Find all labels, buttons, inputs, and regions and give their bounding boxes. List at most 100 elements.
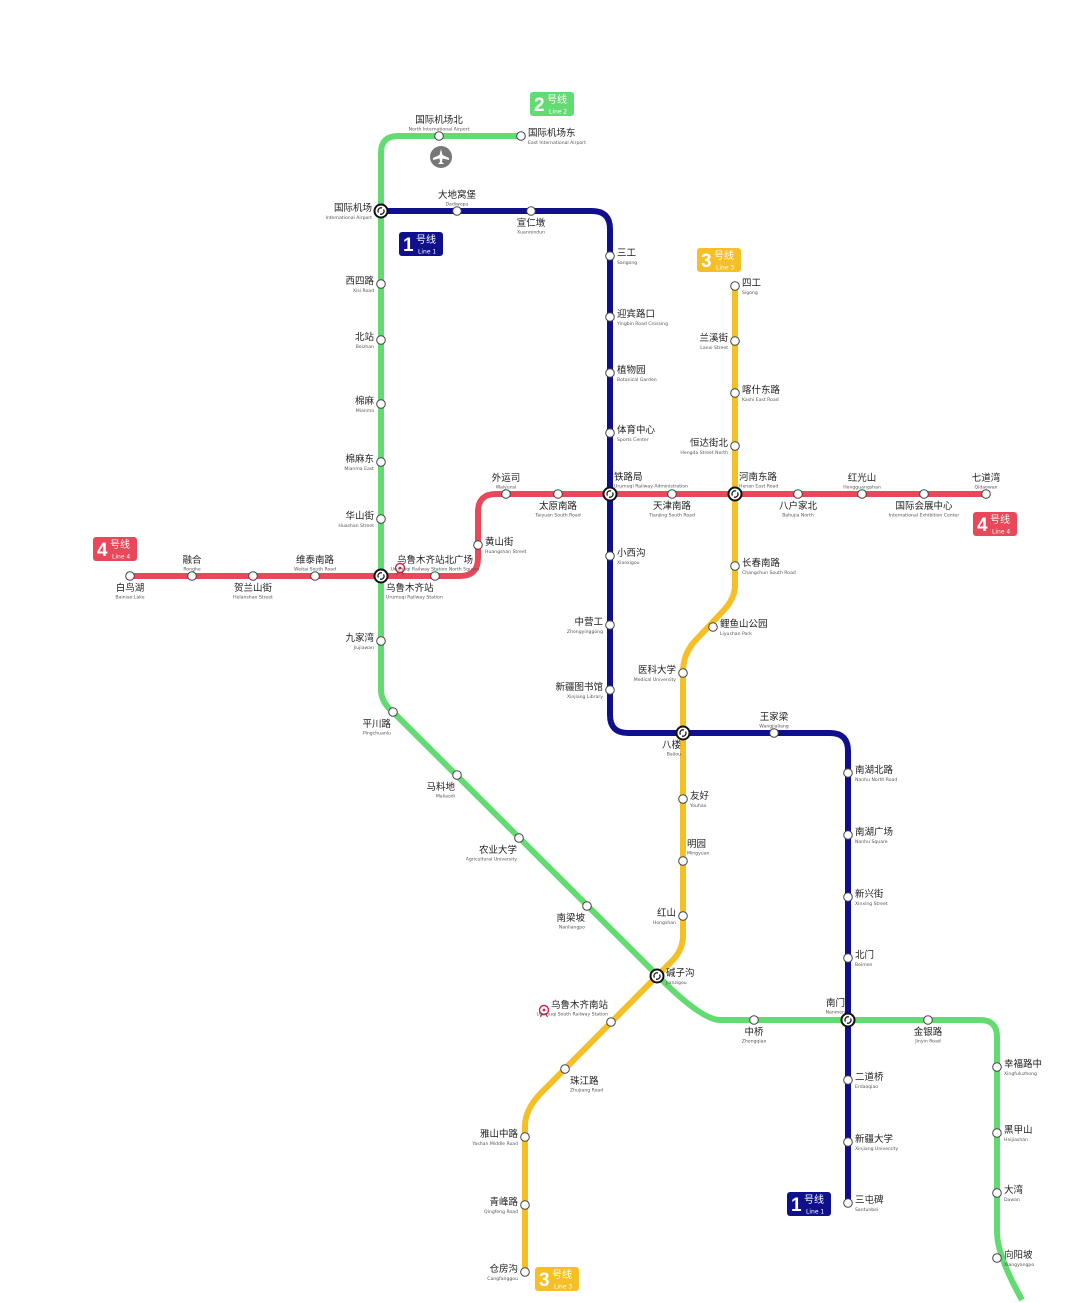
station-name-en: Nanmen xyxy=(826,1010,845,1016)
station-name: 大地窝堡 xyxy=(438,189,477,201)
station-name-en: Maliaodi xyxy=(436,794,455,800)
interchange-icon xyxy=(840,1012,856,1028)
station-name: 国际机场 xyxy=(334,202,372,214)
station-name-en: Huashan Street xyxy=(338,523,374,529)
station-name-en: Qidaowan xyxy=(975,485,998,491)
station-name-en: Youhao xyxy=(689,803,707,809)
station-name-en: International Exhibition Center xyxy=(889,513,960,519)
station-name-en: Qingfeng Road xyxy=(484,1209,518,1215)
station-marker xyxy=(992,1253,1002,1263)
station-name-en: Beizhan xyxy=(356,344,374,350)
station-name: 七道湾 xyxy=(972,472,1001,484)
station-name: 大湾 xyxy=(1004,1184,1024,1196)
station-name: 西四路 xyxy=(345,275,374,287)
station-name: 幸福路中 xyxy=(1004,1058,1042,1070)
station-name-en: Xinxing Street xyxy=(855,901,888,907)
station-marker xyxy=(769,728,779,738)
badge-label: 号线 xyxy=(714,249,734,262)
station-name-en: Medical University xyxy=(634,677,677,683)
badge-number: 4 xyxy=(977,515,988,536)
station-name: 天津南路 xyxy=(653,500,692,512)
map-icons xyxy=(394,146,550,1018)
station-name-en: Urumuqi Railway Administration xyxy=(614,484,688,490)
station-marker xyxy=(501,489,511,499)
station-marker xyxy=(376,335,386,345)
station-name-en: Waiyunsi xyxy=(496,485,517,491)
